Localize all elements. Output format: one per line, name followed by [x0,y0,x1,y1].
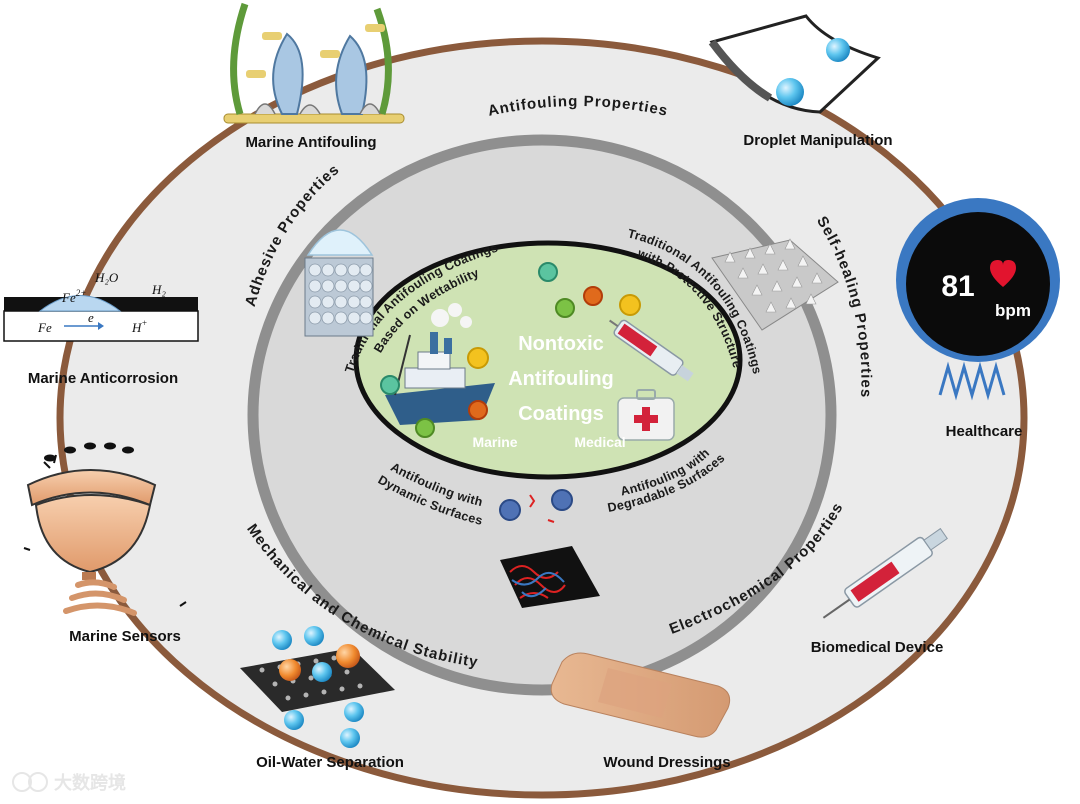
healthcare-monitor-illustration [896,198,1060,401]
app-label-healthcare: Healthcare [946,423,1023,440]
oil-water-separation-illustration [240,626,395,748]
center-syringe-illustration [609,319,694,382]
center-label-medical: Medical [574,434,625,450]
app-label-biomedical-device: Biomedical Device [811,639,944,656]
center-label-marine: Marine [472,434,517,450]
chem-electron: e [88,310,94,325]
chem-h-plus: H+ [131,318,147,335]
wound-dressing-illustration [550,652,731,738]
biomedical-syringe-illustration [822,527,948,619]
app-label-oil-water-separation: Oil-Water Separation [256,754,404,771]
heart-rate-value: 81 [941,270,974,303]
center-title-line-2: Antifouling [508,368,614,390]
app-label-marine-sensors: Marine Sensors [69,628,181,645]
app-label-marine-antifouling: Marine Antifouling [245,134,376,151]
first-aid-kit-icon [617,389,675,441]
center-title-line-1: Nontoxic [518,333,604,355]
adhesive-particles-illustration [304,229,374,337]
ship-illustration [385,303,495,425]
droplet-manipulation-illustration [708,14,881,114]
bacteria-icons [380,262,641,438]
dynamic-bacteria-icons [499,489,573,523]
marine-antifouling-illustration [223,2,405,124]
app-label-marine-anticorrosion: Marine Anticorrosion [28,370,178,387]
chem-h2o: H₂O [94,270,119,285]
center-title-line-3: Coatings [518,403,604,425]
self-healing-spikes-illustration [711,238,839,331]
watermark-text: 大数跨境 [54,772,126,794]
marine-sensor-illustration [23,442,187,616]
polymer-network-illustration [500,546,600,608]
heart-rate-unit: bpm [995,301,1031,320]
app-label-droplet-manipulation: Droplet Manipulation [743,132,892,149]
marine-anticorrosion-illustration: Fe2+ H₂O H₂ Fe e H+ [3,270,199,342]
heart-icon [990,260,1016,287]
chem-fe: Fe [37,320,52,335]
app-label-wound-dressings: Wound Dressings [603,754,730,771]
watermark: 大数跨境 [12,772,126,794]
chem-h2: H₂ [151,282,166,297]
chem-fe2: Fe2+ [61,288,86,305]
